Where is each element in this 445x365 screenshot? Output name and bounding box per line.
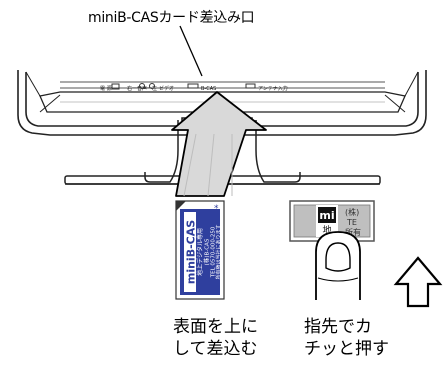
card-back-logo-sub: 地 — [322, 224, 331, 236]
panel-label-antenna: アンテナ入力 — [258, 85, 288, 92]
ports — [111, 83, 256, 90]
panel-label-power: 電 源 — [100, 85, 112, 92]
card-back-text-a: (株) — [345, 207, 359, 217]
panel-label-video: ビデオ — [159, 85, 174, 92]
minibcas-card: * miniB-CAS 地上デジタル専用 (株)B-CAS TEL 0570-0… — [175, 200, 225, 300]
card-back-text-c: 所有 — [345, 227, 361, 237]
callout-leader-line — [179, 25, 203, 77]
card-title: miniB-CAS — [185, 220, 198, 284]
panel-label-bcas: B-CAS — [201, 86, 216, 92]
card-ownership: 所有権は当社にあります — [215, 224, 222, 279]
up-arrow-icon — [393, 256, 443, 308]
card-phone: TEL 0570-000-250 — [211, 226, 217, 278]
finger-icon — [315, 231, 361, 300]
caption-insert-face-up: 表面を上に して差込む — [173, 317, 258, 359]
card-back-logo: mi — [319, 209, 334, 222]
insert-arrow-icon — [171, 91, 267, 197]
card-subtitle: 地上デジタル専用 — [196, 228, 204, 276]
caption-press-until-click: 指先でカ チッと押す — [304, 317, 389, 359]
card-back-text-b: TE — [346, 218, 357, 227]
card-back-with-finger: mi 地 (株) TE 所有 — [289, 200, 375, 300]
callout-label: miniB-CASカード差込み口 — [88, 10, 255, 26]
card-company: (株)B-CAS — [203, 238, 211, 265]
